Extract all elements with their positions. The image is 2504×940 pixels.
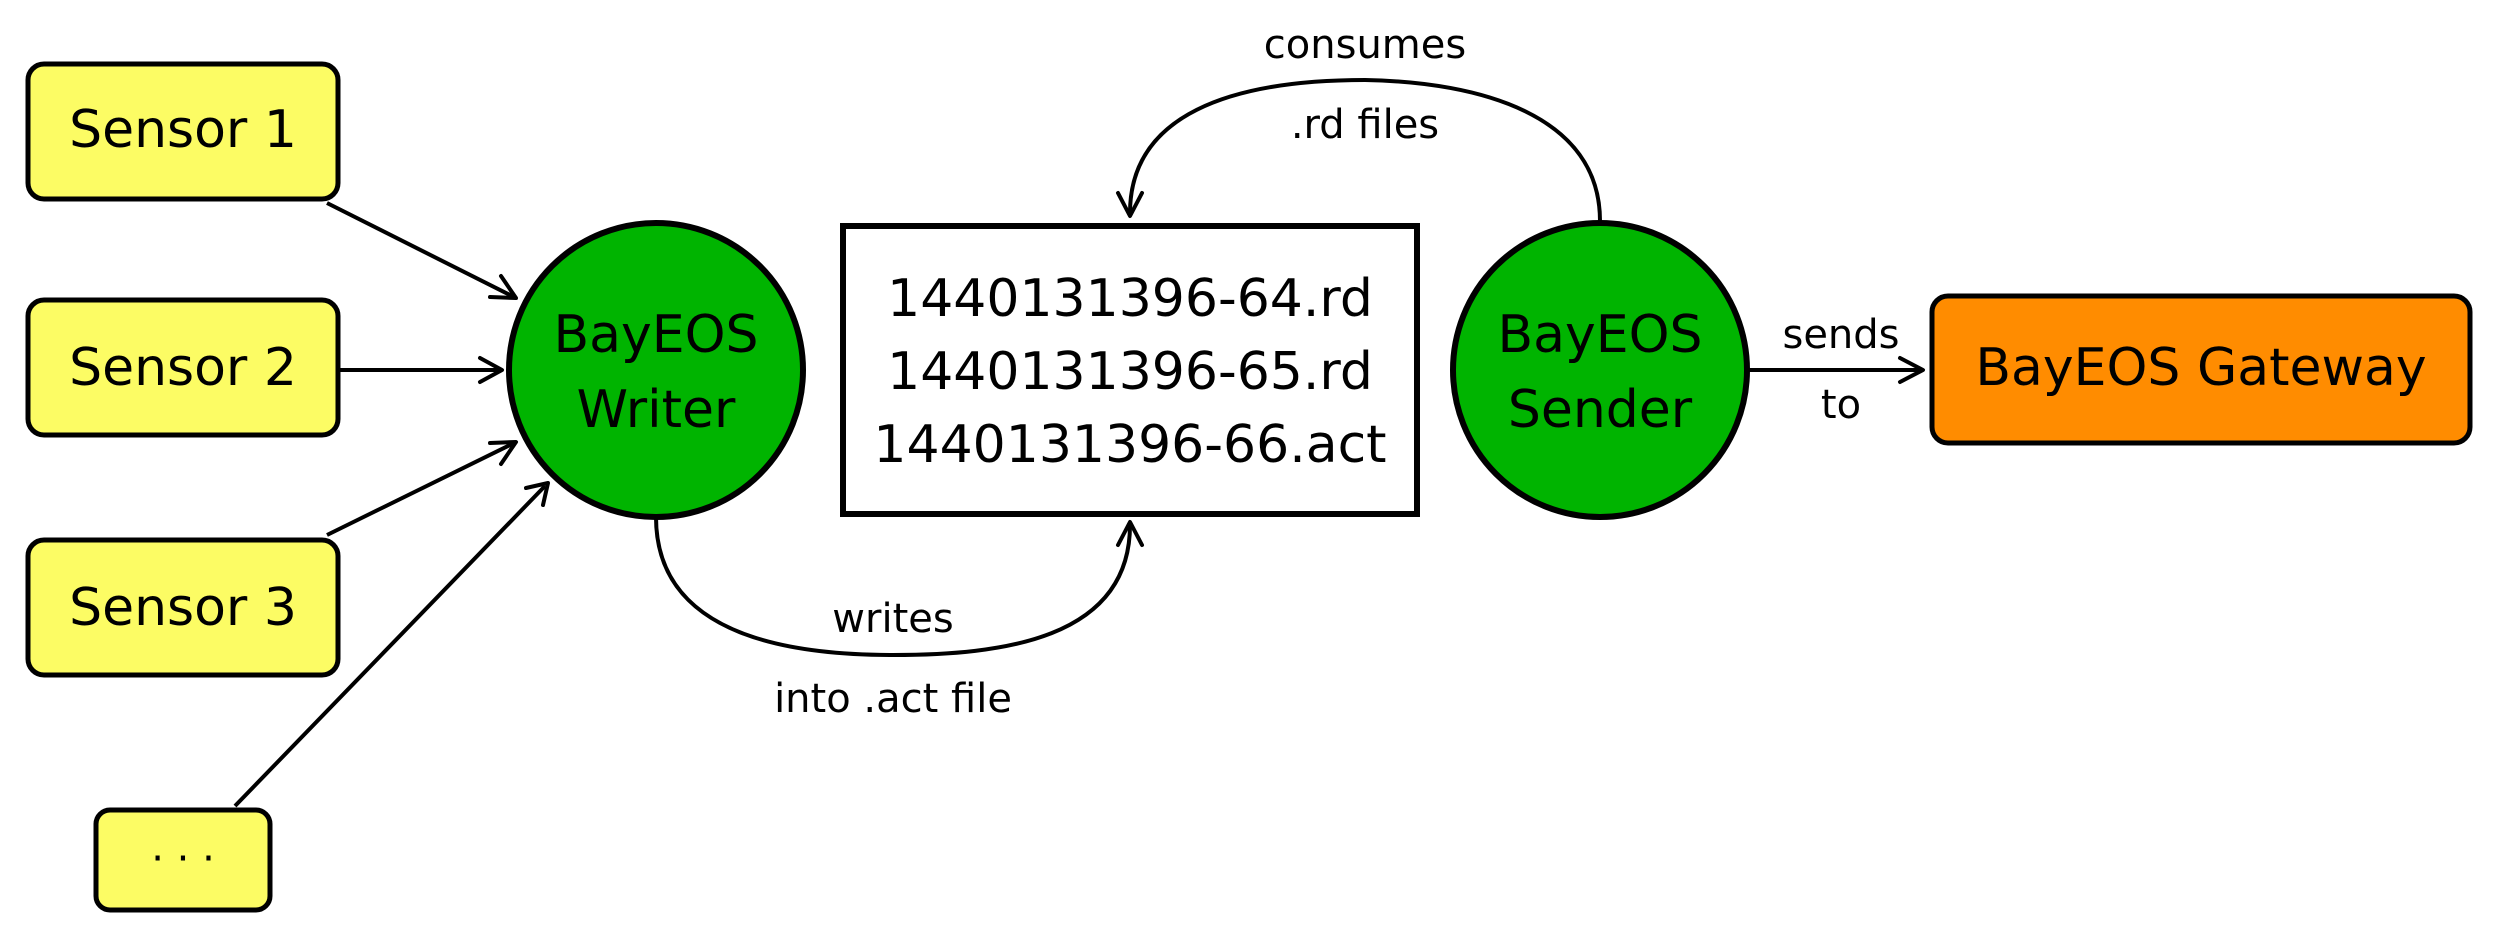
sensor-to-writer-edges [233, 201, 550, 808]
writer-label-line1: BayEOS [553, 305, 758, 365]
writes-edge: writes into .act file [654, 516, 1144, 722]
sensor-more-node: · · · [93, 807, 273, 913]
sensor-2-label: Sensor 2 [69, 338, 297, 398]
writes-label-line2: into .act file [774, 676, 1012, 722]
sensor-more-box [93, 807, 273, 913]
sensor-2-node: Sensor 2 [25, 297, 341, 438]
writes-arrowhead [1116, 520, 1144, 547]
sends-edge: sends to [1749, 312, 1925, 428]
sensor-3-box [25, 537, 341, 678]
file-1-label: 1440131396-64.rd [887, 269, 1373, 329]
writes-curve [654, 516, 1132, 658]
sends-label-line2: to [1821, 382, 1861, 428]
consumes-label-line2: .rd files [1291, 102, 1439, 148]
sensor-2-box [25, 297, 341, 438]
consumes-label-line1: consumes [1264, 22, 1466, 68]
writer-label-line2: Writer [577, 380, 736, 440]
edge-sensor-3-to-writer [326, 442, 513, 537]
sensor-1-node: Sensor 1 [25, 61, 341, 202]
consumes-curve [1128, 77, 1602, 222]
sends-label-line1: sends [1782, 312, 1899, 358]
arrowhead-sensor-2 [478, 356, 504, 384]
file-2-label: 1440131396-65.rd [887, 342, 1373, 402]
gateway-node: BayEOS Gateway [1929, 293, 2473, 446]
writes-label-line1: writes [832, 596, 953, 642]
arrowhead-sensor-3 [488, 440, 518, 466]
file-3-label: 1440131396-66.act [873, 415, 1386, 475]
writer-node: BayEOS Writer [506, 220, 806, 520]
files-box [840, 223, 1420, 517]
sensor-more-label: · · · [151, 836, 215, 882]
sensor-3-node: Sensor 3 [25, 537, 341, 678]
sensor-3-label: Sensor 3 [69, 578, 297, 638]
consumes-edge: consumes .rd files [1116, 22, 1602, 222]
sends-arrowhead [1898, 356, 1925, 384]
sender-label-line1: BayEOS [1497, 305, 1702, 365]
arrowhead-sensor-1 [488, 274, 518, 300]
sensor-1-box [25, 61, 341, 202]
files-node: 1440131396-64.rd 1440131396-65.rd 144013… [840, 223, 1420, 517]
sensor-1-label: Sensor 1 [69, 100, 297, 160]
gateway-box [1929, 293, 2473, 446]
sender-circle [1450, 220, 1750, 520]
consumes-arrowhead [1116, 191, 1144, 218]
gateway-label: BayEOS Gateway [1975, 338, 2426, 398]
writer-circle [506, 220, 806, 520]
sender-label-line2: Sender [1508, 380, 1693, 440]
arrowhead-sensor-more [524, 481, 550, 507]
sender-node: BayEOS Sender [1450, 220, 1750, 520]
edge-sensor-more-to-writer [233, 484, 547, 808]
edge-sensor-1-to-writer [326, 201, 513, 298]
